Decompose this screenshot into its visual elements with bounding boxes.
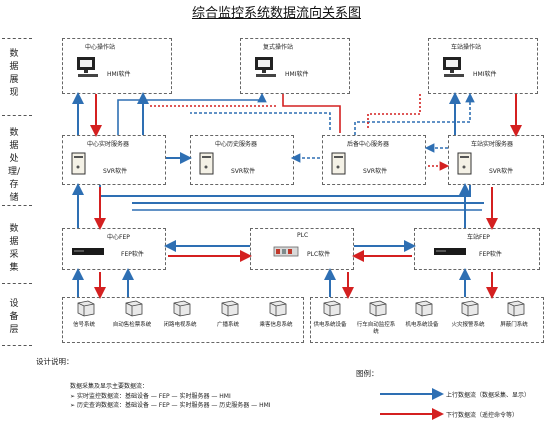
flow-down-line	[282, 94, 341, 133]
device-cube-icon	[77, 300, 95, 317]
device-broadcast[interactable]: 广播系统	[208, 300, 248, 329]
device-label: 屏蔽门系统	[500, 322, 528, 328]
device-label: 自动售检票系统	[112, 322, 152, 328]
device-label: 乘客信息系统	[259, 322, 293, 328]
device-cube-icon	[125, 300, 143, 317]
device-cube-icon	[323, 300, 341, 317]
redundant-workstation-label: 复式操作站	[263, 44, 294, 51]
device-afc[interactable]: 自动售检票系统	[112, 300, 152, 329]
svr-software-label: SVR软件	[489, 168, 514, 175]
station-fep-box[interactable]: 车站FEP FEP软件	[414, 228, 540, 270]
server-icon	[331, 152, 346, 175]
station-realtime-server-box[interactable]: 车站实时服务器 SVR软件	[448, 135, 544, 185]
center-history-server-label: 中心历史服务器	[215, 141, 258, 148]
device-electromech[interactable]: 机电系统设备	[402, 300, 442, 329]
fep-software-label: FEP软件	[479, 251, 502, 258]
device-cube-icon	[269, 300, 287, 317]
bullet-marker: ➢	[70, 393, 76, 400]
hmi-software-label: HMI软件	[285, 71, 309, 78]
device-label: 供电系统设备	[313, 322, 347, 328]
device-label: 闭路电视系统	[163, 322, 197, 328]
monitor-icon	[443, 57, 464, 77]
monitor-icon	[255, 57, 276, 77]
notes-heading: 设计说明：	[36, 357, 74, 366]
flow-down-dotted	[367, 94, 421, 130]
station-workstation-box[interactable]: 车站操作站 HMI软件	[428, 38, 538, 94]
flow-up-dashed	[354, 92, 475, 135]
center-workstation-box[interactable]: 中心操作站 HMI软件	[62, 38, 172, 94]
notes-item-text: 实时监控数据流：基础设备 — FEP — 实时服务器 — HMI	[76, 393, 231, 400]
device-cube-icon	[507, 300, 525, 317]
layer-separator	[2, 38, 32, 39]
legend-heading: 图例：	[356, 369, 379, 378]
fep-device-icon	[434, 248, 466, 255]
layer-process-label: 数据处理/存储	[7, 128, 21, 203]
device-cube-icon	[173, 300, 191, 317]
device-label: 信号系统	[72, 322, 95, 328]
center-fep-box[interactable]: 中心FEP FEP软件	[62, 228, 166, 270]
backup-center-server-box[interactable]: 后备中心服务器 SVR软件	[322, 135, 426, 185]
device-cube-icon	[221, 300, 239, 317]
layer-display-label: 数据展现	[9, 49, 19, 98]
plc-label: PLC	[297, 232, 309, 239]
station-fep-label: 车站FEP	[467, 234, 490, 241]
center-realtime-server-box[interactable]: 中心实时服务器 SVR软件	[62, 135, 166, 185]
bullet-marker: ➢	[70, 402, 76, 409]
svr-software-label: SVR软件	[231, 168, 256, 175]
notes-intro: 数据采集及显示主要数据流：	[70, 383, 149, 390]
legend-up-label: 上行数据流（数据采集、显示）	[446, 392, 531, 399]
layer-collect-label: 数据采集	[9, 224, 19, 273]
svr-software-label: SVR软件	[363, 168, 388, 175]
notes-item-2: ➢ 历史查询数据流：基础设备 — FEP — 实时服务器 — 历史服务器 — H…	[70, 400, 271, 409]
device-signal[interactable]: 信号系统	[64, 300, 104, 329]
backup-center-server-label: 后备中心服务器	[347, 141, 390, 148]
flow-up-line	[117, 92, 267, 135]
center-history-server-box[interactable]: 中心历史服务器 SVR软件	[190, 135, 294, 185]
device-psd[interactable]: 屏蔽门系统	[494, 300, 534, 329]
hmi-software-label: HMI软件	[473, 71, 497, 78]
device-cube-icon	[461, 300, 479, 317]
device-label: 广播系统	[216, 322, 239, 328]
layer-separator	[2, 115, 32, 116]
device-label: 机电系统设备	[405, 322, 439, 328]
flow-up-line	[99, 185, 471, 197]
flow-up-dashed	[190, 112, 331, 130]
device-cube-icon	[369, 300, 387, 317]
monitor-icon	[77, 57, 98, 77]
legend-down-label: 下行数据流（遥控命令等）	[446, 412, 519, 419]
device-cube-icon	[415, 300, 433, 317]
device-label: 火灾报警系统	[451, 322, 485, 328]
layer-separator	[2, 345, 32, 346]
device-pis[interactable]: 乘客信息系统	[256, 300, 296, 329]
center-fep-label: 中心FEP	[107, 234, 130, 241]
fep-software-label: FEP软件	[121, 251, 144, 258]
plc-device-icon	[273, 246, 299, 257]
center-realtime-server-label: 中心实时服务器	[87, 141, 130, 148]
station-workstation-label: 车站操作站	[451, 44, 482, 51]
plc-software-label: PLC软件	[307, 251, 331, 258]
notes-item-text: 历史查询数据流：基础设备 — FEP — 实时服务器 — 历史服务器 — HMI	[76, 402, 271, 409]
svr-software-label: SVR软件	[103, 168, 128, 175]
notes-item-1: ➢ 实时监控数据流：基础设备 — FEP — 实时服务器 — HMI	[70, 391, 231, 400]
diagram-title: 综合监控系统数据流向关系图	[191, 6, 361, 21]
device-fire-alarm[interactable]: 火灾报警系统	[448, 300, 488, 329]
server-icon	[71, 152, 86, 175]
device-cctv[interactable]: 闭路电视系统	[160, 300, 200, 329]
hmi-software-label: HMI软件	[107, 71, 131, 78]
layer-separator	[2, 283, 32, 284]
fep-device-icon	[72, 248, 104, 255]
device-power[interactable]: 供电系统设备	[310, 300, 350, 329]
plc-box[interactable]: PLC PLC软件	[250, 228, 354, 270]
redundant-workstation-box[interactable]: 复式操作站 HMI软件	[240, 38, 350, 94]
station-realtime-server-label: 车站实时服务器	[471, 141, 514, 148]
center-workstation-label: 中心操作站	[85, 44, 116, 51]
layer-separator	[2, 205, 32, 206]
device-ats[interactable]: 行车自动监控系统	[356, 300, 396, 336]
server-icon	[199, 152, 214, 175]
layer-device-label: 设备层	[9, 299, 19, 335]
server-icon	[457, 152, 472, 175]
device-label: 行车自动监控系统	[356, 322, 396, 335]
